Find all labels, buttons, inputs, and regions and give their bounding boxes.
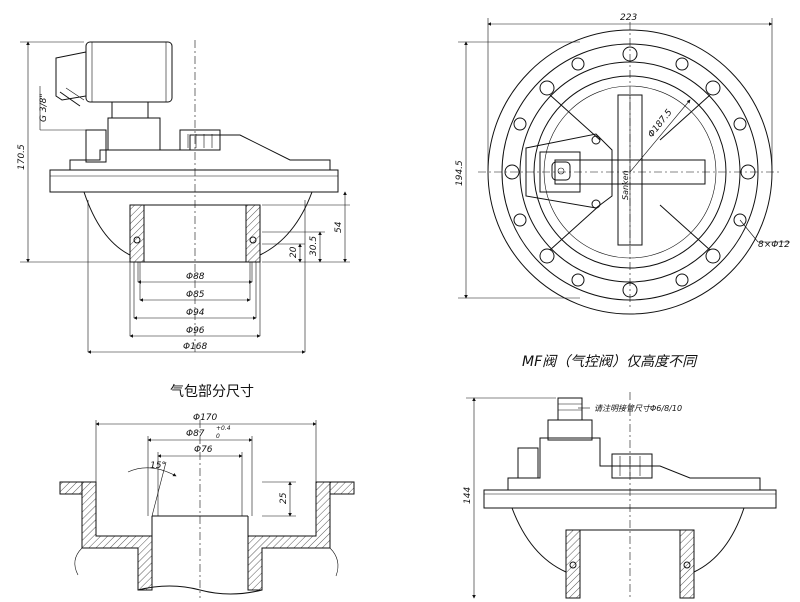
- dia-94-label: Φ94: [186, 308, 205, 318]
- tank-section: Φ170 Φ87 +0.4 0 Φ76 15° 25: [59, 413, 355, 598]
- mf-view: 请注明接管尺寸Φ6/8/10 144: [463, 392, 777, 600]
- top-view: Sanken 223 194.5 Φ187.5 8×Φ12: [455, 13, 790, 315]
- thread-label: G 3/8": [39, 94, 49, 122]
- dia-96-label: Φ96: [186, 326, 205, 336]
- mf-note-caption: MF阀（气控阀）仅高度不同: [522, 354, 698, 370]
- dim-54-label: 54: [334, 221, 344, 233]
- tol-lower-label: 0: [216, 433, 220, 440]
- dia-168-label: Φ168: [183, 342, 208, 352]
- side-view: Φ88 Φ85 Φ94 Φ96 Φ168 170.5 G 3/8" 54 30.…: [17, 40, 350, 355]
- air-tank-caption: 气包部分尺寸: [170, 384, 254, 400]
- tank-dia-76-label: Φ76: [194, 445, 213, 455]
- depth-label: 25: [279, 492, 289, 504]
- angle-label: 15°: [150, 461, 166, 471]
- tank-dia-170-label: Φ170: [193, 413, 218, 423]
- tank-dia-87-label: Φ87: [186, 429, 205, 439]
- fitting-note: 请注明接管尺寸Φ6/8/10: [594, 404, 682, 413]
- brand-label: Sanken: [621, 170, 630, 200]
- tol-upper-label: +0.4: [216, 425, 231, 432]
- holes-label: 8×Φ12: [758, 240, 790, 250]
- dia-85-label: Φ85: [186, 290, 205, 300]
- width-label: 223: [620, 13, 637, 23]
- dim-20-label: 20: [289, 246, 299, 258]
- dim-30-5-label: 30.5: [309, 236, 319, 256]
- height-total-label: 170.5: [17, 144, 27, 170]
- dia-88-label: Φ88: [186, 272, 205, 282]
- height-label: 194.5: [455, 160, 465, 186]
- mf-height-label: 144: [463, 487, 473, 504]
